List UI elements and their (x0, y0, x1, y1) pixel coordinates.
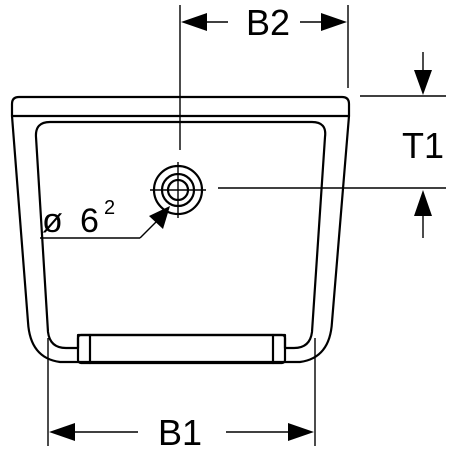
diameter-leader (40, 206, 170, 239)
diameter-value: 6 (80, 202, 99, 240)
diameter-note: 2 (104, 197, 115, 219)
t1-dimension (414, 52, 432, 238)
front-hanger-bar (76, 333, 287, 365)
b2-label: B2 (246, 2, 290, 43)
b1-dimension (49, 423, 314, 441)
diameter-symbol: ø (42, 202, 63, 240)
b1-label: B1 (158, 412, 202, 450)
sink-outer-outline (10, 95, 351, 364)
t1-label: T1 (402, 125, 444, 166)
b2-dimension (181, 13, 347, 31)
drain-hole (150, 162, 206, 218)
